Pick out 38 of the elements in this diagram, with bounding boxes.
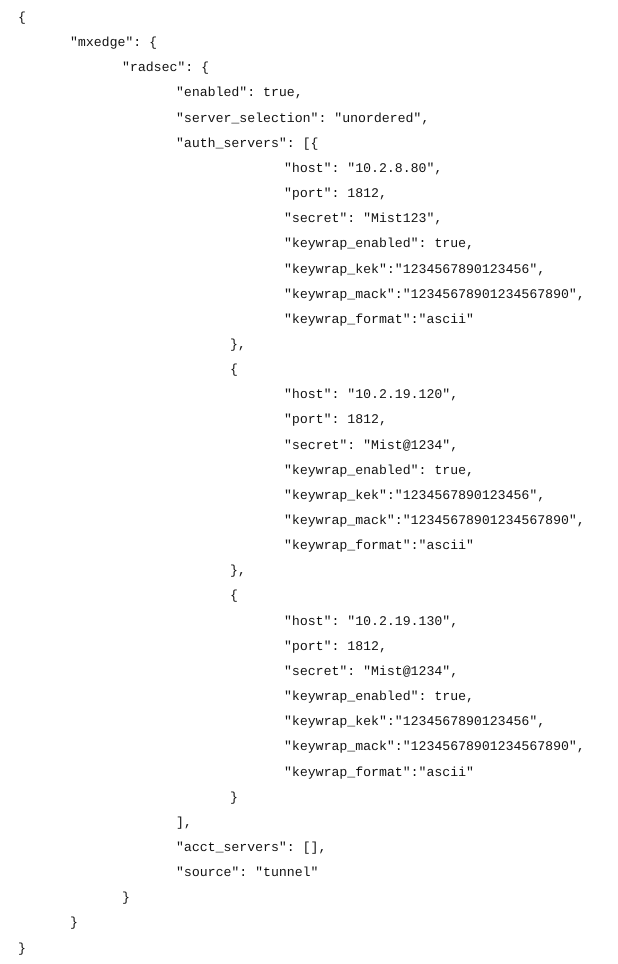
code-line: "keywrap_mack":"12345678901234567890", xyxy=(284,739,585,756)
code-line: "keywrap_enabled": true, xyxy=(284,236,474,252)
code-line: "keywrap_enabled": true, xyxy=(284,462,474,479)
code-line: "keywrap_kek":"1234567890123456", xyxy=(284,262,546,278)
code-line: "keywrap_enabled": true, xyxy=(284,689,474,706)
code-line: "enabled": true, xyxy=(176,85,303,102)
code-line: }, xyxy=(230,563,246,580)
code-line: "secret": "Mist@1234", xyxy=(284,664,458,680)
code-line: } xyxy=(122,890,130,906)
code-line: "keywrap_kek":"1234567890123456", xyxy=(284,714,546,730)
code-line: "port": 1812, xyxy=(284,412,387,428)
code-line: }, xyxy=(230,336,246,353)
code-line: } xyxy=(18,940,26,957)
code-line: "acct_servers": [], xyxy=(176,840,326,856)
code-line: "port": 1812, xyxy=(284,638,387,655)
code-line: "mxedge": { xyxy=(70,35,158,52)
code-line: "keywrap_format":"ascii" xyxy=(284,538,474,554)
code-line: "auth_servers": [{ xyxy=(176,136,318,152)
code-line: } xyxy=(230,790,238,806)
code-line: { xyxy=(18,10,26,26)
code-line: "server_selection": "unordered", xyxy=(176,110,430,127)
code-line: "keywrap_format":"ascii" xyxy=(284,764,474,780)
code-line: "keywrap_format":"ascii" xyxy=(284,312,474,328)
code-line: "radsec": { xyxy=(122,60,210,76)
code-line: { xyxy=(230,362,238,378)
code-line: { xyxy=(230,588,238,604)
code-line: "keywrap_kek":"1234567890123456", xyxy=(284,488,546,504)
code-line: "secret": "Mist@1234", xyxy=(284,438,458,454)
code-line: ], xyxy=(176,814,192,831)
code-line: "port": 1812, xyxy=(284,186,387,202)
code-line: "host": "10.2.8.80", xyxy=(284,160,442,177)
code-line: "secret": "Mist123", xyxy=(284,211,442,228)
code-line: "host": "10.2.19.130", xyxy=(284,614,458,630)
code-line: "keywrap_mack":"12345678901234567890", xyxy=(284,513,585,529)
code-line: "keywrap_mack":"12345678901234567890", xyxy=(284,286,585,303)
code-line: "host": "10.2.19.120", xyxy=(284,387,458,404)
code-line: } xyxy=(70,915,78,932)
code-line: "source": "tunnel" xyxy=(176,865,318,882)
